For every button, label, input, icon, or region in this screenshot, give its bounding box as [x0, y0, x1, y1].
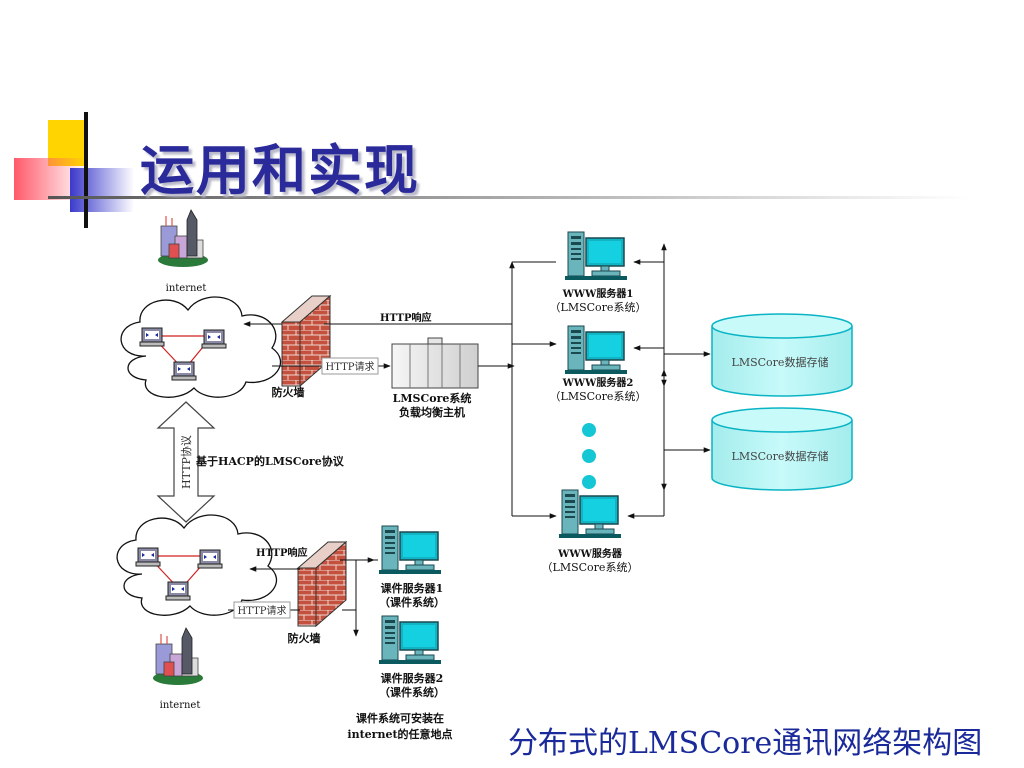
http-request-bottom-label: HTTP请求	[238, 604, 287, 617]
ellipsis-dots	[582, 423, 596, 489]
www-server-3-label-2: （LMSCore系统）	[542, 561, 639, 574]
diagram-caption: 分布式的LMSCore通讯网络架构图	[508, 726, 983, 761]
firewall-top-label: 防火墙	[272, 385, 305, 399]
course-server-1-label-1: 课件服务器1	[381, 581, 444, 595]
hacp-protocol-label: 基于HACP的LMSCore协议	[195, 454, 345, 468]
course-server-2-icon	[378, 615, 442, 665]
network-node-icon	[165, 581, 191, 601]
network-node-icon	[139, 327, 165, 347]
firewall-bottom-label: 防火墙	[288, 631, 321, 645]
load-balancer-icon	[391, 337, 479, 389]
www-server-1-label-2: （LMSCore系统）	[550, 301, 647, 314]
course-server-2-label-2: （课件系统）	[379, 685, 445, 699]
course-note-line-1: 课件系统可安装在	[356, 711, 444, 725]
network-node-icon	[201, 329, 227, 349]
network-node-icon	[135, 547, 161, 567]
network-node-icon	[197, 549, 223, 569]
cloud-top	[120, 296, 282, 398]
www-server-2-label-2: （LMSCore系统）	[550, 390, 647, 403]
cloud-bottom	[116, 514, 278, 616]
http-request-bottom-box	[233, 601, 291, 619]
slide-title: 运用和实现	[140, 138, 420, 202]
firewall-bottom-icon	[296, 540, 348, 628]
load-balancer-label-2: 负载均衡主机	[399, 405, 465, 419]
www-server-3-label-1: WWW服务器	[557, 547, 623, 560]
course-server-1-label-2: （课件系统）	[379, 595, 445, 609]
http-request-top-label: HTTP请求	[326, 360, 375, 373]
storage-2-label: LMSCore数据存储	[732, 449, 829, 463]
course-note-line-2: internet的任意地点	[347, 727, 452, 741]
http-response-top-label: HTTP响应	[380, 311, 432, 324]
http-protocol-double-arrow	[156, 401, 216, 523]
course-server-1-icon	[378, 525, 442, 575]
load-balancer-label-1: LMSCore系统	[393, 391, 472, 405]
storage-cylinder-1	[711, 313, 853, 397]
internet-top-label: internet	[166, 283, 207, 294]
storage-1-label: LMSCore数据存储	[732, 355, 829, 369]
internet-bottom-label: internet	[160, 700, 201, 711]
http-response-bottom-label: HTTP响应	[256, 546, 308, 559]
http-request-top-box	[321, 357, 379, 375]
www-server-2-icon	[564, 325, 628, 375]
internet-top-icon	[157, 209, 209, 268]
www-server-1-label-1: WWW服务器1	[562, 287, 634, 300]
internet-bottom-icon	[152, 627, 204, 686]
network-node-icon	[171, 361, 197, 381]
http-protocol-label: HTTP协议	[179, 435, 193, 489]
www-server-3-icon	[558, 489, 622, 539]
title-decoration	[14, 112, 968, 228]
course-server-2-label-1: 课件服务器2	[381, 671, 444, 685]
www-server-1-icon	[564, 231, 628, 281]
storage-cylinder-2	[711, 407, 853, 491]
www-server-2-label-1: WWW服务器2	[562, 376, 634, 389]
